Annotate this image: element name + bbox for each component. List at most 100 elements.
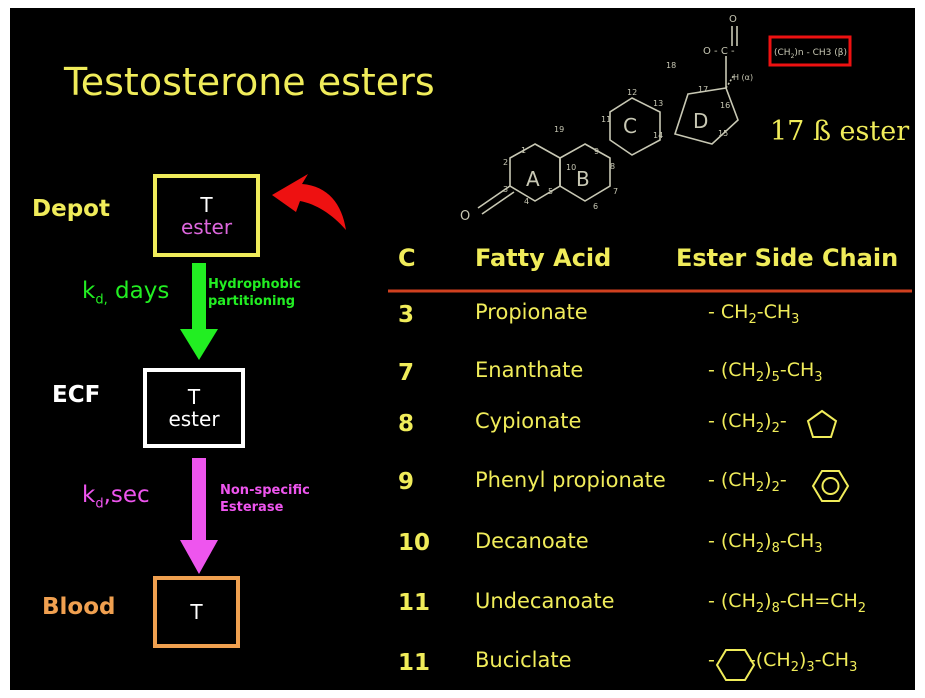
- ecf-rate-sub: d: [95, 496, 104, 512]
- testosterone-structure: A B C D 1 2 3 4 5 6 7 8 9 10 11 12 13 14…: [460, 14, 852, 224]
- phenyl-chain-s1: 2: [755, 479, 765, 495]
- enanthate-chain-s1: 2: [755, 369, 765, 385]
- ester-linkage-label: O - C -: [703, 46, 735, 57]
- carbon-number-1: 1: [521, 146, 526, 155]
- ecf-box-line2: ester: [168, 407, 220, 431]
- depot-to-ecf-arrow-shaft: [192, 263, 206, 331]
- undecanoate-chain-c: -CH=CH: [779, 590, 858, 612]
- depot-rate-label: kd, days: [82, 278, 169, 308]
- cypionate-chain-c: -: [779, 410, 787, 432]
- row-phenyl-propionate-chain: - (CH2)2-: [708, 469, 787, 495]
- side-chain-highlight-box: [768, 35, 852, 67]
- ring-a-label: A: [526, 167, 540, 191]
- carbon-number-5: 5: [548, 187, 553, 196]
- propionate-chain-s1: 2: [748, 311, 757, 327]
- depot-box-line2: ester: [180, 214, 233, 239]
- structure-labels: A B C D 1 2 3 4 5 6 7 8 9 10 11 12 13 14…: [460, 14, 847, 224]
- buciclate-chain-c: ): [798, 649, 807, 671]
- esterase-line2: Esterase: [220, 500, 284, 515]
- side-chain-head: (CH: [774, 48, 791, 58]
- row-undecanoate-acid: Undecanoate: [475, 589, 615, 613]
- ring-b-label: B: [576, 167, 590, 191]
- undecanoate-chain-a: - (CH: [708, 590, 756, 612]
- ecf-rate-unit: ,sec: [103, 482, 150, 508]
- enanthate-chain-s2: 5: [771, 369, 780, 385]
- carbon-number-4: 4: [524, 197, 529, 206]
- phenyl-chain-s2: 2: [771, 479, 780, 495]
- enanthate-chain-c: -CH: [779, 359, 815, 381]
- carbon-number-9: 9: [594, 147, 599, 156]
- esterase-line1: Non-specific: [220, 483, 310, 498]
- row-enanthate-acid: Enanthate: [475, 358, 584, 382]
- header-c: C: [398, 244, 416, 272]
- buciclate-chain-a: -: [708, 649, 715, 671]
- row-propionate-acid: Propionate: [475, 300, 588, 324]
- carbon-number-14: 14: [653, 131, 663, 140]
- depot-rate-sub: d,: [95, 292, 108, 308]
- undecanoate-chain-s2: 8: [771, 600, 780, 616]
- carbon-number-12: 12: [627, 88, 637, 97]
- ring-c-outline: [609, 97, 661, 156]
- ecf-to-blood-arrow-shaft: [192, 458, 206, 544]
- row-buciclate-chain: --(CH2)3-CH3: [708, 649, 857, 675]
- ring-d-label: D: [693, 109, 708, 133]
- depot-label: Depot: [32, 196, 110, 222]
- flow-arrows: [180, 174, 912, 574]
- blood-label: Blood: [42, 594, 116, 620]
- row-enanthate-carbons: 7: [398, 360, 415, 386]
- blood-box-line1: T: [190, 600, 203, 624]
- row-decanoate-acid: Decanoate: [475, 529, 589, 553]
- carbon-number-11: 11: [601, 115, 611, 124]
- row-cypionate-acid: Cypionate: [475, 409, 582, 433]
- carbon-number-19: 19: [554, 125, 564, 134]
- depot-to-ecf-arrow-head: [180, 329, 218, 360]
- row-1-c: 3: [398, 299, 409, 318]
- carbon-number-17: 17: [698, 85, 708, 94]
- carbon-number-13: 13: [653, 99, 663, 108]
- slide-title: Testosterone esters: [64, 60, 435, 104]
- enanthate-chain-s3: 3: [814, 369, 823, 385]
- depot-box-line1: T: [200, 192, 213, 217]
- header-fatty-acid: Fatty Acid: [475, 244, 612, 272]
- carbon-number-16: 16: [720, 101, 730, 110]
- row-phenyl-propionate-acid: Phenyl propionate: [475, 468, 666, 492]
- row-buciclate-carbons: 11: [398, 650, 431, 676]
- benzene-icon: [811, 470, 850, 502]
- cypionate-chain-s2: 2: [771, 420, 780, 436]
- ecf-rate-k: k: [82, 482, 96, 508]
- ecf-to-blood-arrow-head: [180, 540, 218, 574]
- enanthate-chain-a: - (CH: [708, 359, 756, 381]
- row-cypionate-carbons: 8: [398, 411, 415, 437]
- ring-d-outline: [673, 87, 739, 145]
- c3-oxygen-bond-2: [481, 191, 515, 215]
- ecf-label: ECF: [52, 382, 101, 408]
- buciclate-chain-s1: 2: [790, 659, 799, 675]
- phenyl-chain-c: -: [779, 469, 787, 491]
- carbon-number-3: 3: [503, 185, 508, 194]
- row-propionate-chain: - CH2-CH3: [708, 301, 799, 327]
- carbon-number-18: 18: [666, 61, 676, 70]
- depot-rate-unit: days: [107, 278, 170, 304]
- carbon-number-2: 2: [503, 158, 508, 167]
- return-arrow: [272, 174, 346, 230]
- decanoate-chain-c: -CH: [779, 530, 815, 552]
- side-chain-tail: )n - CH3 (β): [794, 48, 847, 58]
- row-decanoate-carbons: 10: [398, 530, 431, 556]
- row-undecanoate-carbons: 11: [398, 590, 431, 616]
- buciclate-chain-d: -CH: [814, 649, 850, 671]
- decanoate-chain-s3: 3: [814, 540, 823, 556]
- decanoate-chain-s1: 2: [755, 540, 765, 556]
- side-chain-rings: [715, 409, 850, 681]
- side-chain-subscript: 2: [791, 53, 795, 60]
- carbonyl-oxygen-label: O: [729, 14, 737, 25]
- ecf-box: T ester: [143, 368, 245, 448]
- decanoate-chain-a: - (CH: [708, 530, 756, 552]
- row-phenyl-propionate-carbons: 9: [398, 469, 415, 495]
- cyclohexane-icon: [715, 649, 756, 681]
- ring-c-label: C: [623, 114, 637, 138]
- hydrophobic-line2: partitioning: [208, 294, 296, 309]
- undecanoate-chain-b: ): [764, 590, 772, 612]
- blood-box: T: [153, 576, 240, 648]
- slide: Testosterone esters A B C D 1 2 3 4 5 6: [10, 8, 915, 690]
